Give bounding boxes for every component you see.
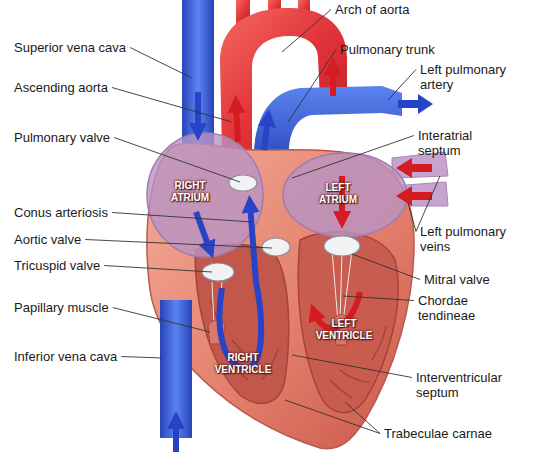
leader-lines-part [113,308,210,333]
vessel-arrows-part [396,186,432,206]
chamber-label: RIGHT ATRIUM [163,180,217,204]
part-label: Superior vena cava [14,40,126,55]
part-label: Tricuspid valve [14,258,100,273]
blood-flow-arrows-part [173,420,179,452]
part-label: Pulmonary trunk [340,42,435,57]
part-label: Left pulmonary veins [420,224,520,254]
leader-lines-part [85,240,272,249]
blood-flow-arrows-part [219,204,261,368]
leader-lines-part [416,176,440,232]
leader-lines-part [282,10,331,53]
part-label: Ascending aorta [14,80,108,95]
blood-flow-arrows [176,66,360,452]
heart-body [147,144,414,449]
trabeculae-texture-part [330,380,352,398]
leader-lines-part [292,355,412,378]
leader-lines-part [130,48,192,79]
chamber-label: RIGHT VENTRICLE [209,352,277,376]
part-label: Conus arteriosis [14,205,108,220]
trabeculae-texture [210,300,386,398]
blood-flow-arrows-part [330,66,336,96]
heart-valves-part [229,175,257,191]
part-label: Left pulmonary artery [420,62,520,92]
blood-flow-arrows-part [264,118,268,150]
ventricle-cavities [195,232,398,413]
ventricle-cavities-part [195,244,289,403]
chordae-and-papillary-part [332,250,352,322]
leader-lines-part [345,402,380,434]
leader-lines-part [288,50,336,123]
vessel-arrows-part [398,94,433,114]
leader-lines [85,10,440,434]
atria-part [147,133,263,257]
part-label: Pulmonary valve [14,130,110,145]
leader-lines-part [285,400,380,434]
ventricle-cavities-part [298,232,398,413]
heart-valves-part [324,236,360,256]
leader-lines-part [114,138,240,183]
chamber-label: LEFT VENTRICLE [311,318,377,342]
leader-lines-part [121,357,162,359]
leader-lines-part [112,213,252,223]
blood-flow-arrows-part [236,104,238,142]
atria-part [283,153,407,237]
leader-lines-part [292,136,414,179]
trabeculae-texture-part [372,326,386,360]
part-label: Interventricular septum [416,370,520,400]
part-label: Interatrial septum [418,128,502,158]
leader-lines-part [112,88,232,123]
part-label: Chordae tendineae [418,293,482,323]
heart-valves-part [262,238,290,256]
part-label: Papillary muscle [14,300,109,315]
vessel-arrows-part [396,158,432,178]
part-label: Arch of aorta [335,2,409,17]
part-label: Aortic valve [14,232,81,247]
leader-lines-part [388,70,416,101]
leader-lines-part [104,266,212,273]
chamber-label: LEFT ATRIUM [311,182,365,206]
part-label: Inferior vena cava [14,349,117,364]
part-label: Trabeculae carnae [384,426,492,441]
leader-lines-part [408,203,416,232]
trabeculae-texture-part [340,370,370,382]
leader-lines-part [343,296,414,301]
leader-lines-part [352,254,420,280]
part-label: Mitral valve [424,272,490,287]
heart-body-part [147,144,414,449]
